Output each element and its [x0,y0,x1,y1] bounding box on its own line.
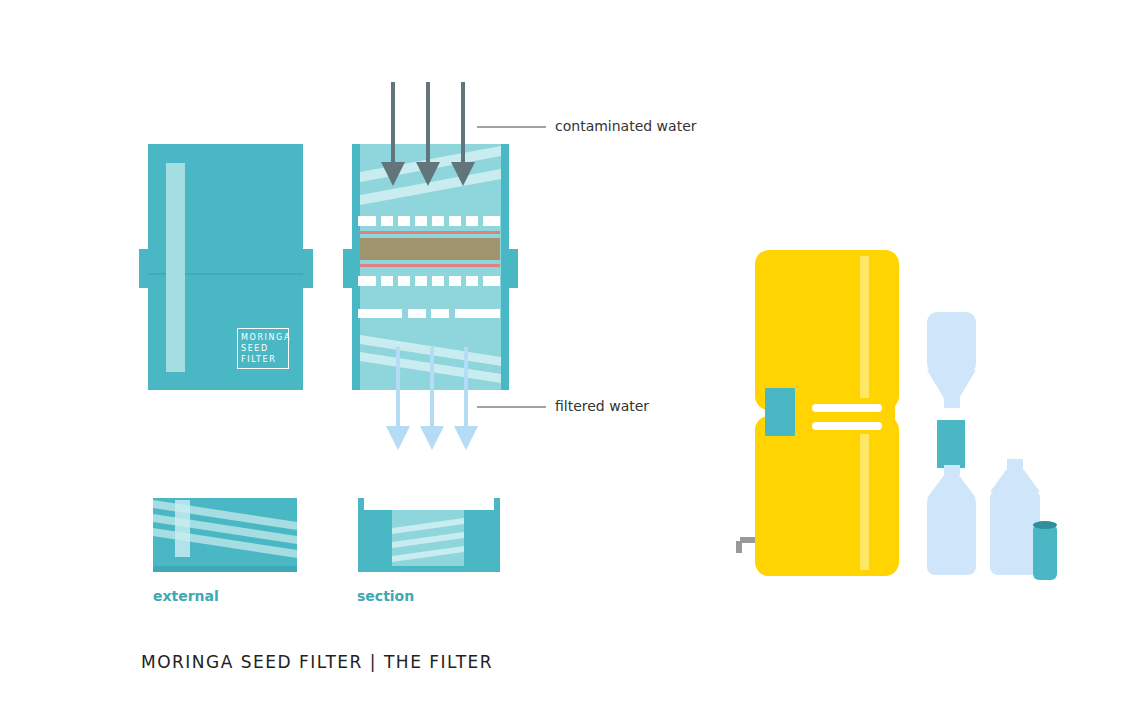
logo-box: MORINGA SEED FILTER [237,328,289,369]
logo-text: MORINGA SEED FILTER [241,332,285,365]
view-label: section [357,588,414,604]
callout-label: filtered water [555,398,649,414]
diagram-title: MORINGA SEED FILTER | THE FILTER [141,652,493,672]
view-label: external [153,588,219,604]
callout-label: contaminated water [555,118,697,134]
